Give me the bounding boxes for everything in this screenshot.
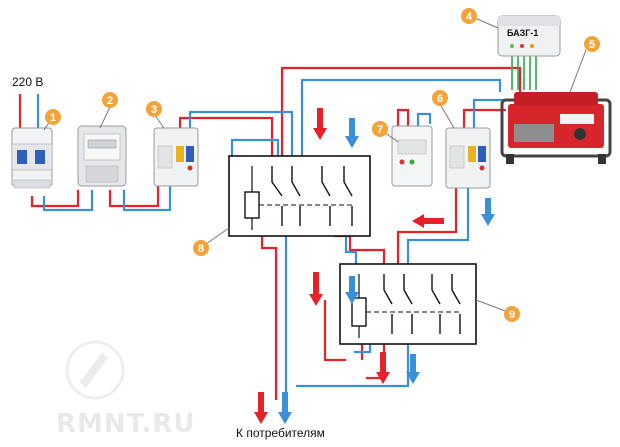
svg-text:8: 8 xyxy=(198,243,204,255)
autostart-controller-4: БАЗГ-1 xyxy=(497,15,561,57)
svg-text:3: 3 xyxy=(151,104,157,116)
voltage-label: 220 В xyxy=(12,75,43,89)
svg-text:4: 4 xyxy=(466,11,473,23)
badge-7: 7 xyxy=(372,121,388,137)
svg-text:1: 1 xyxy=(50,112,56,124)
badges: 1 2 3 4 5 6 7 8 9 xyxy=(45,8,600,322)
svg-text:2: 2 xyxy=(107,95,113,107)
controller-label: БАЗГ-1 xyxy=(507,28,538,38)
watermark: RMNT.RU xyxy=(56,340,195,439)
svg-text:6: 6 xyxy=(437,93,443,105)
neutral-wires xyxy=(36,78,510,400)
badge-1: 1 xyxy=(45,109,61,125)
generator-5 xyxy=(500,92,612,164)
badge-9: 9 xyxy=(504,306,520,322)
rcd-breaker-6 xyxy=(445,127,491,189)
rcd-breaker-3 xyxy=(153,127,199,187)
control-wires xyxy=(511,56,537,90)
electric-meter-2 xyxy=(77,125,127,187)
flow-arrows xyxy=(254,108,495,424)
badge-4: 4 xyxy=(461,8,477,24)
badge-3: 3 xyxy=(146,101,162,117)
watermark-text: RMNT.RU xyxy=(56,409,195,439)
contactor-8 xyxy=(228,155,371,237)
badge-2: 2 xyxy=(102,92,118,108)
contactor-9 xyxy=(339,263,477,345)
svg-text:7: 7 xyxy=(377,124,383,136)
circuit-breaker-1 xyxy=(11,127,53,189)
badge-6: 6 xyxy=(432,90,448,106)
badge-5: 5 xyxy=(584,36,600,52)
voltage-relay-7 xyxy=(391,125,433,187)
badge-8: 8 xyxy=(193,240,209,256)
svg-text:9: 9 xyxy=(509,309,515,321)
svg-text:5: 5 xyxy=(589,39,595,51)
output-label: К потребителям xyxy=(236,426,325,440)
